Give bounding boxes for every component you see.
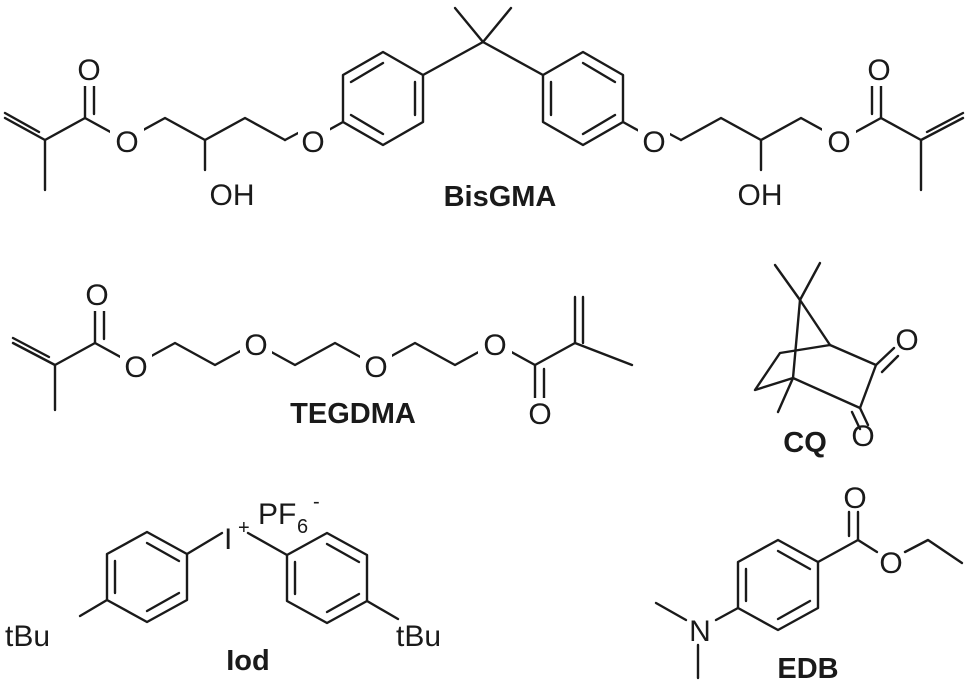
bisgma-right-ring-double-2	[581, 113, 617, 136]
cq-bridge-bond-2	[791, 298, 802, 380]
tegdma-atom-o-ester-left: O	[124, 351, 147, 384]
cq-atom-o-ketone-1: O	[895, 324, 918, 357]
cq-ketone-1-double	[880, 354, 900, 374]
edb-ethyl	[903, 538, 964, 565]
edb-ring-double-1	[776, 549, 812, 571]
tegdma-label: TEGDMA	[290, 398, 416, 430]
edb-ester-bond	[856, 538, 879, 554]
bisgma-left-ring	[341, 50, 425, 147]
tegdma-structure: O O O O O O TEGDMA	[11, 277, 634, 432]
tegdma-atom-o-carbonyl-right: O	[528, 398, 551, 431]
cq-atom-o-ketone-2: O	[851, 420, 874, 453]
edb-ring-to-n	[714, 606, 740, 622]
tegdma-atom-o-ether-2: O	[364, 351, 387, 384]
bisgma-left-chain	[43, 116, 287, 192]
bisgma-methyl-left	[453, 6, 485, 44]
edb-n-methyl-1	[654, 601, 688, 622]
tegdma-mask-3	[240, 327, 272, 361]
iod-atom-iodine: I	[224, 523, 232, 556]
iod-right-ring-double-2	[325, 592, 361, 614]
iod-left-ring-double-1	[145, 541, 181, 563]
bisgma-atom-o-ester-right: O	[827, 126, 850, 159]
iod-tbu-left: tBu	[5, 620, 50, 653]
bisgma-mask-5	[822, 124, 856, 158]
iod-counterion: PF	[258, 498, 296, 531]
tegdma-right-methyl	[573, 341, 634, 367]
iod-right-tbu-bond	[365, 599, 400, 621]
edb-structure: O O N EDB	[654, 482, 964, 685]
bisgma-right-ring-double-1	[581, 61, 617, 84]
bisgma-atom-o-carbonyl-left: O	[77, 54, 100, 87]
bisgma-atom-oh-right: OH	[738, 179, 783, 212]
iod-counterion-subscript: 6	[297, 516, 308, 538]
iod-iodine-charge: +	[238, 517, 250, 539]
tegdma-left-vinyl-bond	[11, 341, 57, 367]
iod-label: Iod	[226, 645, 270, 677]
iod-right-ring	[285, 531, 369, 625]
cq-structure: O O CQ	[753, 261, 919, 459]
bisgma-right-vinyl-double	[925, 111, 965, 134]
edb-atom-o-ester: O	[879, 547, 902, 580]
iod-structure: I + PF 6 - tBu tBu Iod	[5, 491, 441, 677]
bisgma-atom-o-ether-right: O	[642, 126, 665, 159]
cq-ethano-bridge	[753, 343, 832, 392]
iod-counterion-charge: -	[313, 491, 320, 513]
tegdma-atom-o-ether-1: O	[244, 329, 267, 362]
bisgma-right-chain	[679, 116, 923, 192]
bisgma-left-vinyl-bond	[3, 116, 47, 142]
iod-left-ring-double-2	[145, 591, 181, 613]
bisgma-atom-oh-left: OH	[210, 179, 255, 212]
bisgma-mask-3	[298, 124, 330, 158]
bisgma-atom-o-ester-left: O	[115, 126, 138, 159]
cq-label: CQ	[783, 427, 827, 459]
bisgma-structure: O O OH O O OH O O BisGMA	[3, 6, 965, 213]
iod-tbu-right: tBu	[396, 620, 441, 653]
tegdma-atom-o-carbonyl-left: O	[85, 279, 108, 312]
bisgma-atom-o-ether-left: O	[301, 126, 324, 159]
bisgma-atom-o-carbonyl-right: O	[867, 54, 890, 87]
tegdma-mask-4	[360, 349, 392, 383]
iod-right-ring-double-1	[325, 542, 361, 564]
bisgma-mask-2	[110, 124, 144, 158]
tegdma-chain	[53, 295, 577, 412]
edb-label: EDB	[777, 653, 838, 685]
cq-dione-ring	[791, 343, 878, 410]
cq-gem-dimethyl	[773, 261, 822, 302]
tegdma-mask-1	[76, 277, 114, 311]
edb-ring-to-carbonyl	[816, 538, 860, 564]
bisgma-left-ring-double-3	[349, 113, 385, 136]
bisgma-left-vinyl-double	[3, 111, 41, 134]
edb-atom-o-carbonyl: O	[843, 482, 866, 515]
iod-left-ring	[105, 530, 189, 624]
bisgma-left-ring-double-1	[349, 61, 385, 84]
tegdma-left-vinyl-double	[11, 336, 51, 359]
bisgma-mask-1	[66, 52, 104, 86]
bisgma-mask-4	[638, 124, 670, 158]
bisgma-label: BisGMA	[444, 181, 557, 213]
iod-left-tbu-bond	[78, 598, 109, 618]
tegdma-mask-6	[520, 398, 558, 432]
cq-ketone-2	[858, 406, 870, 427]
bisgma-left-ether-bond	[283, 130, 302, 142]
edb-ring	[736, 538, 820, 632]
edb-ring-double-2	[776, 599, 812, 621]
bisgma-right-ring	[541, 50, 625, 147]
cq-bridge-bond-1	[798, 298, 832, 347]
tegdma-atom-o-ester-right: O	[483, 329, 506, 362]
iod-i-to-right-ring	[246, 531, 289, 557]
cq-methyl	[776, 376, 795, 414]
bisgma-methyl-right	[481, 6, 513, 44]
cq-ketone-1	[874, 346, 896, 367]
tegdma-mask-2	[120, 349, 152, 383]
bisgma-right-vinyl-bond	[919, 116, 965, 142]
bisgma-mask-6	[862, 52, 900, 86]
edb-atom-nitrogen: N	[689, 615, 711, 648]
bisgma-bridge	[421, 40, 545, 77]
tegdma-mask-5	[478, 327, 512, 361]
cq-ketone-2-double	[850, 410, 862, 431]
iod-left-ring-to-i	[185, 531, 224, 556]
